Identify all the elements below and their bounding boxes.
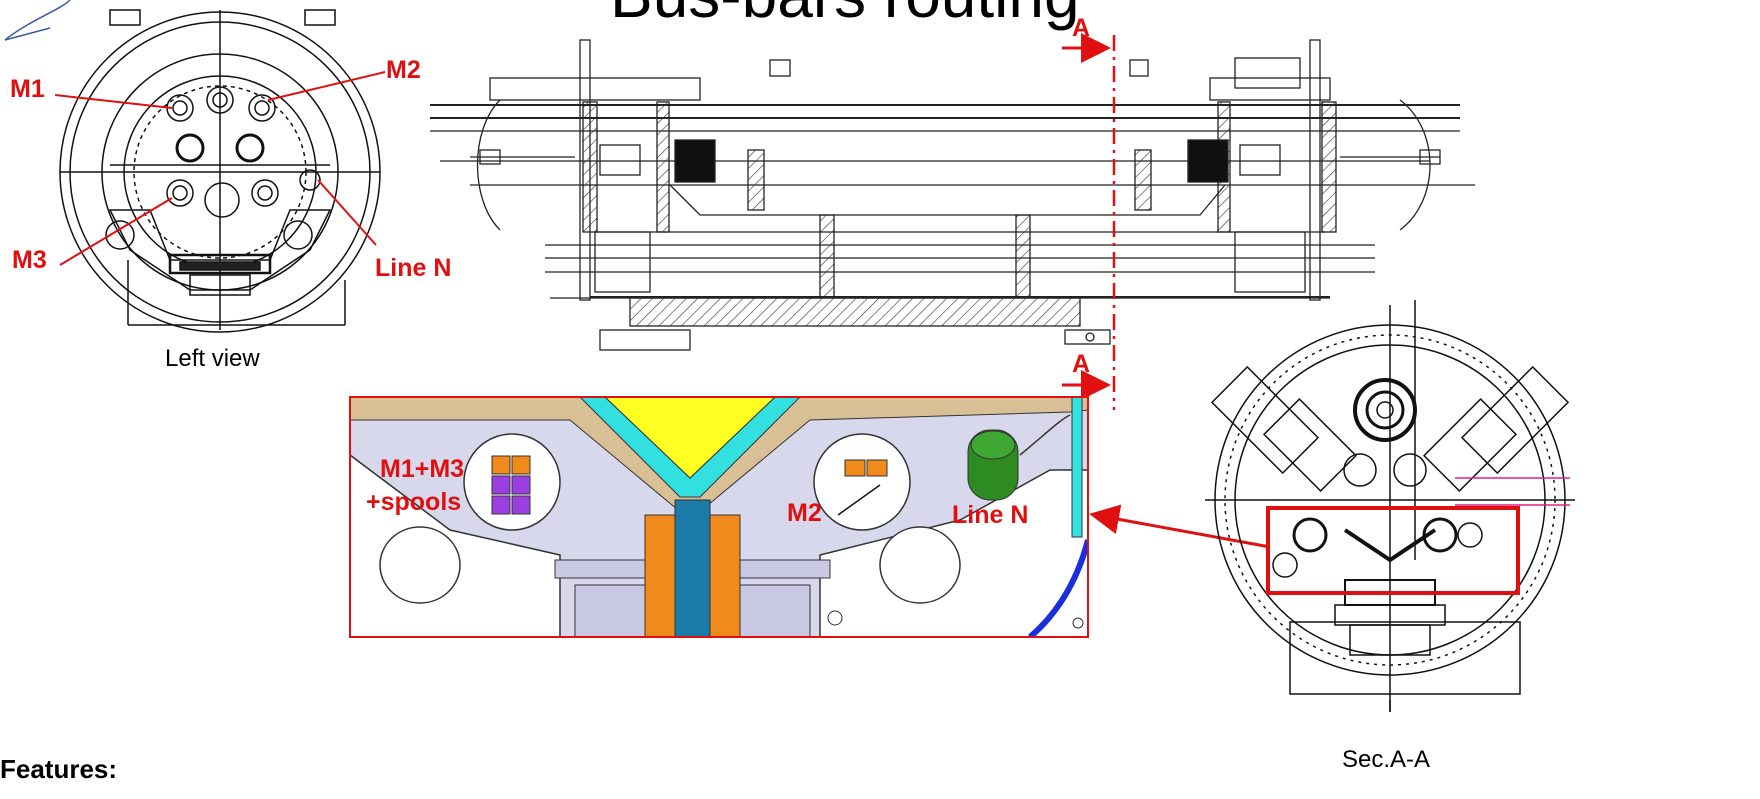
label-m1: M1 — [10, 75, 45, 103]
side-view-drawing — [430, 39, 1475, 351]
pen-stroke-decoration — [4, 0, 71, 41]
label-m3: M3 — [12, 246, 47, 274]
left-view-drawing — [59, 9, 381, 333]
features-heading: Features: — [0, 754, 118, 784]
detail-label-m1m3: M1+M3 — [380, 455, 465, 483]
detail-view — [349, 396, 1089, 638]
left-view-leaders — [54, 71, 386, 266]
detail-label-m2: M2 — [787, 499, 822, 527]
detail-pointer-arrow — [1089, 504, 1271, 549]
section-highlight-box — [1266, 506, 1520, 595]
detail-label-line-n: Line N — [952, 501, 1029, 529]
section-marker-a-top: A — [1072, 14, 1091, 42]
section-marker-a-bottom: A — [1072, 350, 1091, 378]
section-view-caption: Sec.A-A — [1342, 746, 1431, 773]
left-view-caption: Left view — [165, 345, 260, 372]
label-m2: M2 — [386, 56, 421, 84]
detail-label-spools: +spools — [366, 488, 462, 516]
page-title: Bus-bars routing — [610, 0, 1080, 32]
label-line-n: Line N — [375, 254, 452, 282]
